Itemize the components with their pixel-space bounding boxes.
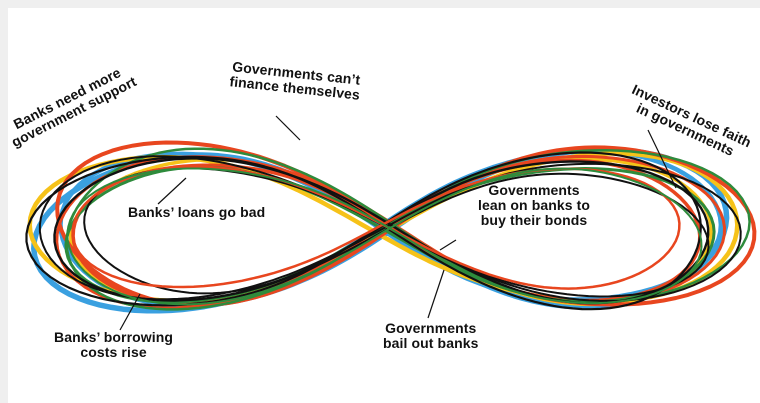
label-leader-line <box>647 129 677 189</box>
loop-strand <box>53 157 710 305</box>
label-leader-line <box>119 293 141 331</box>
label-governments-bail-out-banks: Governments bail out banks <box>383 320 479 351</box>
loop-strand <box>71 165 681 290</box>
label-banks-loans-go-bad: Banks’ loans go bad <box>128 204 266 220</box>
loop-strand <box>66 167 703 306</box>
infinity-loop-diagram <box>25 115 757 331</box>
label-leader-line <box>275 115 301 141</box>
label-leader-line <box>157 177 187 205</box>
loop-strand <box>25 151 702 311</box>
label-leader-line <box>427 269 445 319</box>
label-governments-lean-on-banks: Governments lean on banks to buy their b… <box>478 182 591 228</box>
diagram-canvas: Banks need more government support Gover… <box>8 8 760 403</box>
label-leader-line <box>439 239 457 251</box>
label-banks-borrowing-costs-rise: Banks’ borrowing costs rise <box>54 329 174 360</box>
